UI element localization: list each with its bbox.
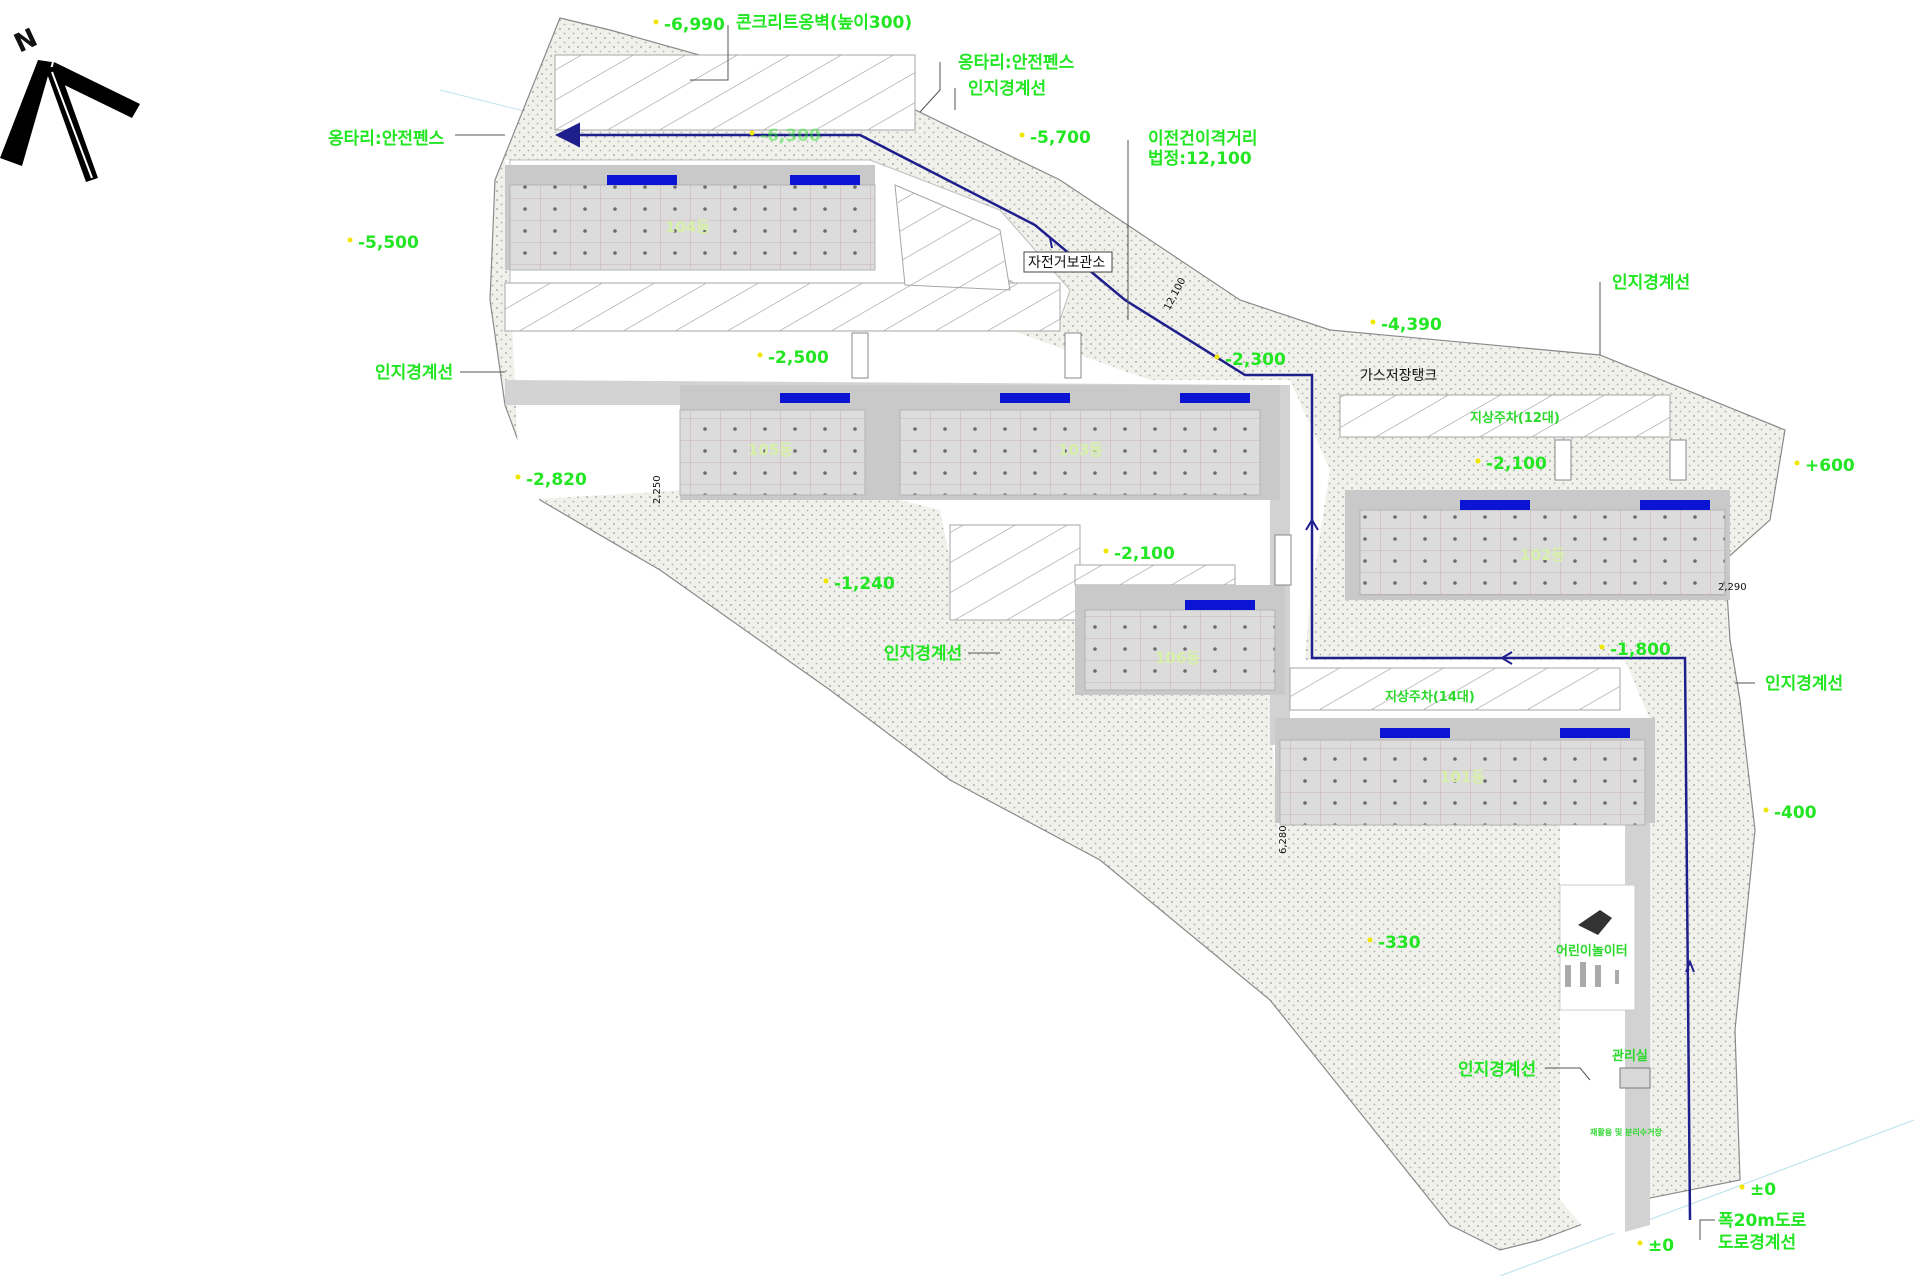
label-building-106: 106동 [1155,649,1200,667]
building-104 [509,184,876,271]
callout-landscape-line-mid: 인지경계선 [884,644,962,664]
north-arrow-icon [0,60,140,182]
label-gas-storage-tank: 가스저장탱크 [1360,368,1437,384]
management-office-box [1619,1067,1651,1089]
level-top: -6,990 [664,15,725,35]
building-102 [1359,509,1726,596]
level-zero-right: ±0 [1750,1180,1776,1200]
vehicle-route-line [555,122,1692,1221]
entrance-103-a [1000,393,1070,403]
level-330: -330 [1378,933,1421,953]
entrance-106 [1185,600,1255,610]
leader-road [1699,1219,1715,1240]
entrance-102-a [1460,500,1530,510]
label-children-playground: 어린이놀이터 [1556,943,1628,959]
parking-strip [1074,564,1236,586]
level-2300: -2,300 [1225,350,1286,370]
stairs-5 [1554,439,1572,481]
level-plus-600: +600 [1805,456,1855,476]
building-106 [1084,609,1276,691]
entrance-101-b [1560,728,1630,738]
label-ground-parking-2: 지상주차(14대) [1385,689,1475,705]
callout-landscape-line-bottom: 인지경계선 [1458,1060,1536,1080]
level-1800: -1,800 [1610,640,1671,660]
entrance-101-a [1380,728,1450,738]
callout-landscape-line-right2: 인지경계선 [1765,674,1843,694]
entrance-102-b [1640,500,1710,510]
dimension-2290: 2,290 [1718,582,1747,593]
label-building-103: 103동 [1058,441,1103,459]
playground-area [1559,884,1636,1011]
callout-road-name: 폭20m도로 [1718,1211,1807,1231]
level-2100-mid: -2,100 [1114,544,1175,564]
callout-landscape-line-left: 인지경계선 [375,363,453,383]
level-2500: -2,500 [768,348,829,368]
level-2820: -2,820 [526,470,587,490]
parking-area-upper [504,282,1061,332]
label-recycling: 재활용 및 분리수거장 [1590,1127,1662,1137]
parking-area-left [949,524,1081,621]
road-centerline [1499,1119,1914,1276]
label-building-105: 105동 [748,441,793,459]
level-5500: -5,500 [358,233,419,253]
label-bicycle-storage: 자전거보관소 [1028,255,1105,271]
callout-landscape-line-top: 인지경계선 [968,79,1046,99]
callout-safety-house-left: 옹타리:안전펜스 [328,129,445,149]
callout-road-boundary: 도로경계선 [1718,1233,1796,1253]
level-2100-right: -2,100 [1486,454,1547,474]
dimension-6280: 6,280 [1278,825,1289,854]
label-building-104: 104동 [665,218,710,236]
north-label: N [10,23,42,59]
parking-area-top [554,54,916,131]
entrance-105 [780,393,850,403]
level-4390: -4,390 [1381,315,1442,335]
level-400: -400 [1774,803,1817,823]
callout-retaining-wall: 콘크리트옹벽(높이300) [736,13,912,33]
playground-icon [1565,910,1619,987]
label-building-102: 102동 [1520,546,1565,564]
entrance-104-a [607,175,677,185]
building-105 [679,409,866,496]
leader-retaining-wall [690,25,729,81]
building-103 [899,409,1261,496]
callout-neighbor-distance: 이전건이격거리 [1148,129,1257,149]
callout-safety-house-top: 옹타리:안전펜스 [958,53,1075,73]
label-building-101: 101동 [1440,768,1485,786]
label-management-office: 관리실 [1612,1048,1648,1064]
entrance-104-b [790,175,860,185]
level-6300: -6,300 [760,126,821,146]
stairs-1 [851,332,869,379]
parking-area-triangle [894,184,1011,291]
building-101 [1279,739,1646,826]
leader-landscape-bottom [1545,1067,1591,1081]
level-5700: -5,700 [1030,128,1091,148]
leader-safety-house [919,62,941,113]
parking-area-ground-2 [1289,667,1621,711]
stairs-2 [1064,332,1082,379]
level-1240: -1,240 [834,574,895,594]
level-zero-bottom: ±0 [1648,1236,1674,1256]
callout-landscape-line-right: 인지경계선 [1612,273,1690,293]
entrance-103-b [1180,393,1250,403]
callout-neighbor-distance-value: 법정:12,100 [1148,149,1252,169]
parking-area-gas [1339,394,1671,438]
label-ground-parking-1: 지상주차(12대) [1470,410,1560,426]
stairs-3 [1274,534,1292,586]
stairs-4 [1669,439,1687,481]
dimension-2250: 2,250 [652,475,663,504]
bicycle-storage-box [1023,251,1113,273]
